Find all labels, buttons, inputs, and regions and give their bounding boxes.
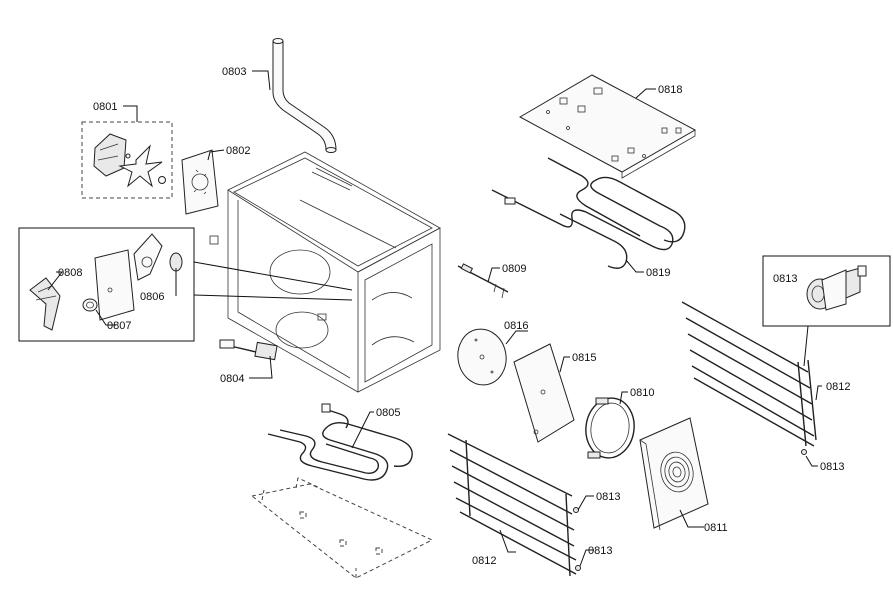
part-labels: 0801 0802 0803 0804 0805 0806 0807 0808 … [58,66,850,567]
label-0818: 0818 [658,84,682,96]
part-lower-heating-element [267,403,413,481]
label-0812-bottom: 0812 [472,555,496,567]
leader-lines [47,70,822,567]
label-0806: 0806 [140,291,164,303]
part-exhaust-pipe [272,38,337,153]
label-0801: 0801 [93,101,117,113]
part-top-cover [518,74,697,179]
label-0819: 0819 [646,267,670,279]
part-fan-motor [81,121,173,199]
label-0804: 0804 [220,373,244,385]
part-oven-cavity [209,151,441,393]
part-fan-cover [639,417,709,531]
label-0812-right: 0812 [826,381,850,393]
label-0805: 0805 [376,407,400,419]
part-sensor-probe [457,263,509,299]
label-0816: 0816 [504,320,528,332]
part-upper-heating-element [491,157,686,269]
part-bolts [573,449,807,571]
part-ring-heating-element [585,397,635,459]
part-round-baffle [457,328,507,386]
part-rear-baffle-plate [513,343,575,443]
inset-bolt-detail [762,255,891,367]
label-0808: 0808 [58,267,82,279]
inset-door-hinge-group [18,227,353,342]
part-temperature-sensor [219,339,278,361]
part-side-rack-left [447,433,577,577]
label-0813-low: 0813 [588,545,612,557]
part-side-rack-right [681,301,817,447]
label-0809: 0809 [502,263,526,275]
label-0803: 0803 [222,66,246,78]
label-0810: 0810 [630,387,654,399]
part-rear-cover-plate [181,149,219,215]
label-0811: 0811 [704,522,728,534]
label-0813-right: 0813 [820,461,844,473]
label-0815: 0815 [572,352,596,364]
label-0813-mid: 0813 [596,491,620,503]
label-0807: 0807 [107,320,131,332]
label-0813-inset: 0813 [773,273,797,285]
part-base-tray [250,477,434,579]
label-0802: 0802 [226,145,250,157]
